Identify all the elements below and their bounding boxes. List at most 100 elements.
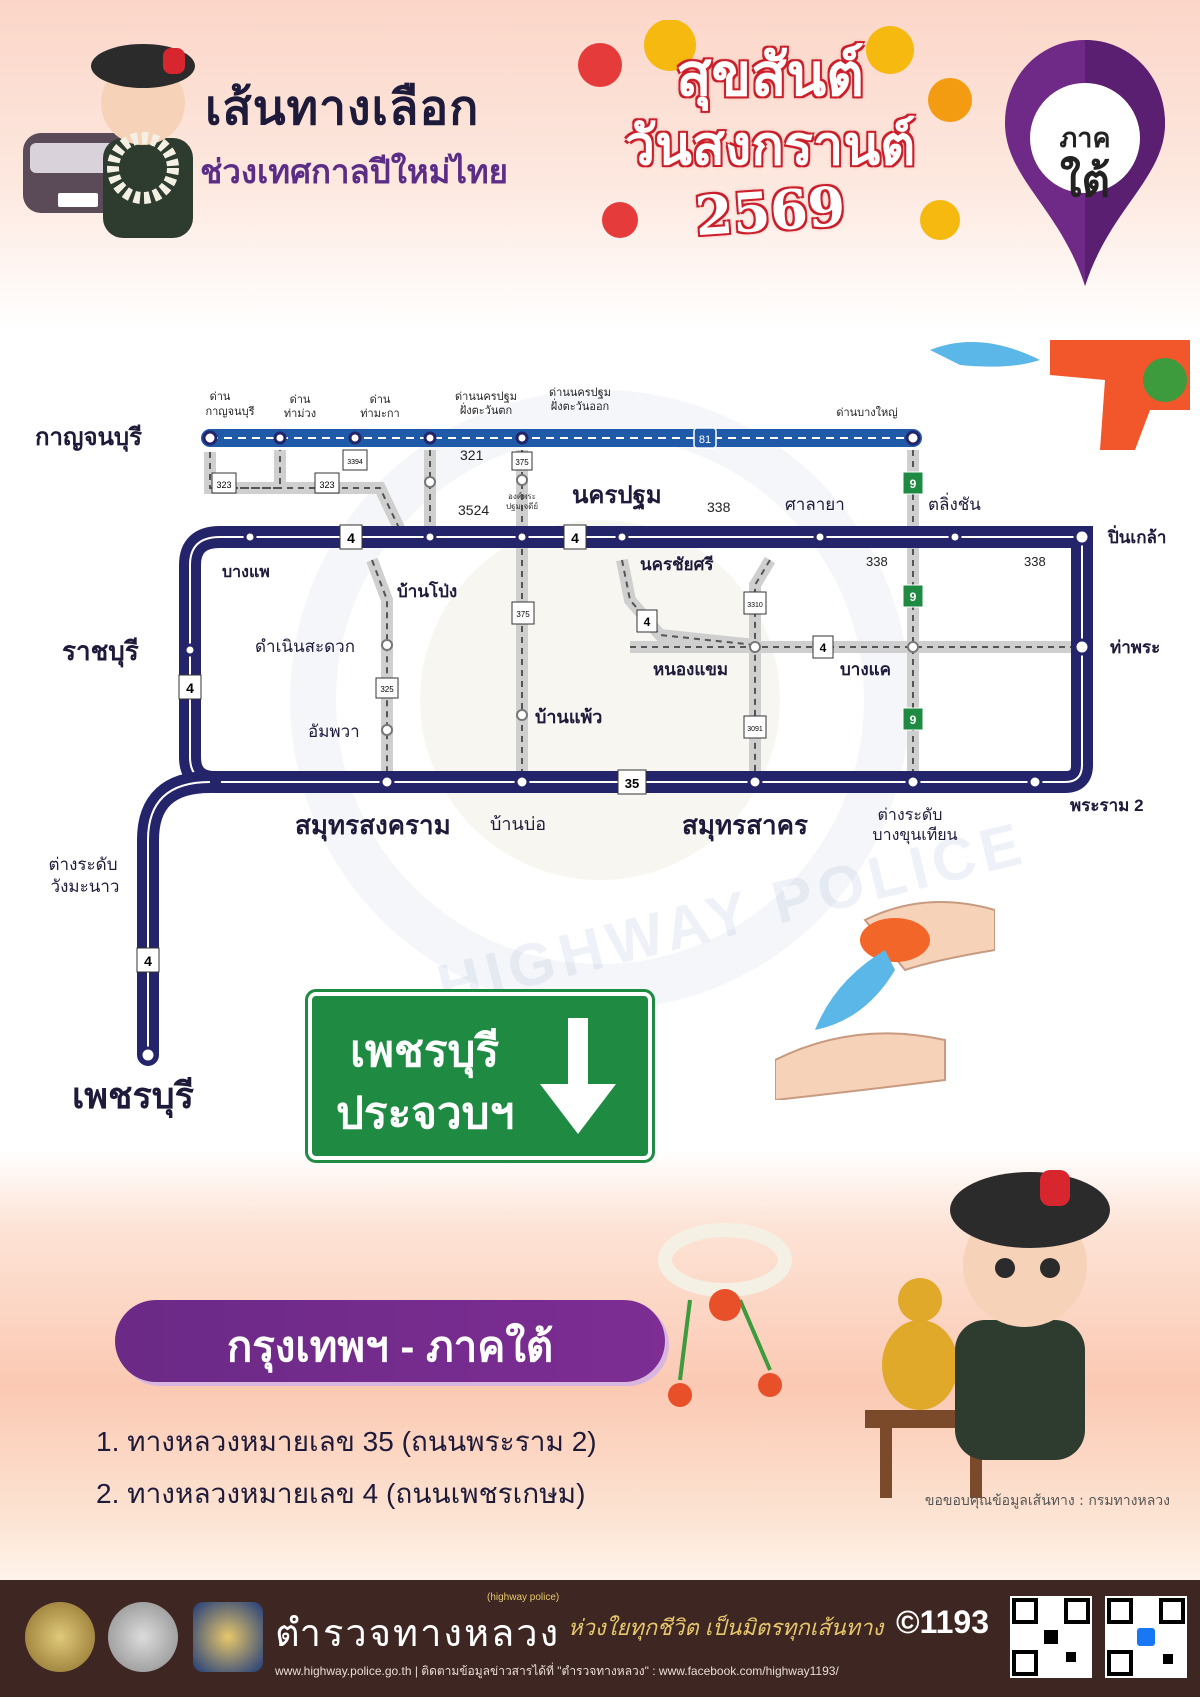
shield-375-label: 375 xyxy=(515,458,529,467)
province-ratchaburi: ราชบุรี xyxy=(62,636,139,668)
node-ratchaburi xyxy=(183,643,197,657)
officer-salute-illustration xyxy=(23,44,195,238)
minor-nodes xyxy=(381,474,919,736)
gate-kanchanaburi-l1: ด่าน xyxy=(210,391,231,403)
festival-line2: วันสงกรานต์ xyxy=(624,113,916,177)
node-nakhon-pathom xyxy=(515,530,529,544)
shield-9-b-label: 9 xyxy=(910,590,917,604)
place-tha-phra: ท่าพระ xyxy=(1110,638,1160,657)
node-pinklao xyxy=(1073,528,1091,546)
place-rama2: พระราม 2 xyxy=(1070,796,1144,815)
footer-brand: ตำรวจทางหลวง xyxy=(275,1613,561,1655)
shield-375-b-label: 375 xyxy=(516,610,530,619)
shield-4-f-label: 4 xyxy=(820,641,827,655)
arrow-down-icon xyxy=(540,1018,616,1134)
place-ban-pong: บ้านโป่ง xyxy=(397,581,457,601)
route-item-1: 1. ทางหลวงหมายเลข 35 (ถนนพระราม 2) xyxy=(96,1426,597,1457)
footer: (highway police) ตำรวจทางหลวง ห่วงใยทุกช… xyxy=(0,1580,1200,1697)
shield-81: 81 xyxy=(693,427,717,449)
shield-4-f: 4 xyxy=(812,635,834,659)
water-pouring-hands-illustration xyxy=(775,901,995,1100)
place-sala-ya: ศาลายา xyxy=(785,495,845,514)
shield-9-c: 9 xyxy=(902,707,924,731)
place-nakhon-chai-si: นครชัยศรี xyxy=(640,554,714,574)
gate-np-east-l1: ด่านนครปฐม xyxy=(549,387,611,399)
shield-35-label: 35 xyxy=(625,776,639,791)
gate-tha-muang-l1: ด่าน xyxy=(290,394,311,406)
shield-3091-label: 3091 xyxy=(747,726,763,733)
shield-4-e-label: 4 xyxy=(644,615,651,629)
road-338-label-b: 338 xyxy=(866,554,888,569)
shield-4-d-label: 4 xyxy=(144,953,152,969)
node-nakhon-chai-si xyxy=(615,530,629,544)
festival-line1: สุขสันต์ xyxy=(676,41,864,109)
route-map: 81 323 323 3394 375 4 4 4 4 4 4 35 325 3… xyxy=(35,387,1166,1119)
shield-4-b: 4 xyxy=(563,524,587,550)
gate-np-east-l2: ฝั่งตะวันออก xyxy=(551,398,609,413)
gate-np-west-l1: ด่านนครปฐม xyxy=(455,391,517,403)
province-phetchaburi: เพชรบุรี xyxy=(72,1075,195,1119)
node-samut-songkhram xyxy=(379,774,395,790)
royal-seal-logo xyxy=(108,1602,178,1672)
region-label-1: ภาค xyxy=(1059,123,1111,153)
jasmine-garland-illustration xyxy=(658,1223,792,1407)
province-kanchanaburi: กาญจนบุรี xyxy=(35,424,142,453)
shield-9-label: 9 xyxy=(910,477,917,491)
place-bang-phae: บางแพ xyxy=(222,564,270,581)
shield-35: 35 xyxy=(617,769,647,795)
shield-323-b: 323 xyxy=(314,472,340,494)
node-ban-phaeo xyxy=(516,709,528,721)
route-banner-heading: กรุงเทพฯ - ภาคใต้ xyxy=(226,1323,554,1370)
road-338-label-c: 338 xyxy=(1024,554,1046,569)
place-bang-khae: บางแค xyxy=(840,660,891,679)
node-ban-pong xyxy=(423,530,437,544)
place-damnoen: ดำเนินสะดวก xyxy=(255,637,355,656)
place-taling-chan: ตลิ่งชัน xyxy=(928,492,981,514)
place-bang-khun-thian-l1: ต่างระดับ xyxy=(878,807,943,824)
festival-heading: สุขสันต์ วันสงกรานต์ 2569 xyxy=(560,40,980,248)
watermark-emblem xyxy=(420,520,780,880)
shield-3394: 3394 xyxy=(342,449,368,471)
shield-81-label: 81 xyxy=(699,434,711,446)
shield-323-b-label: 323 xyxy=(319,480,334,490)
node-tha-maka xyxy=(348,431,362,445)
highway-police-badge-logo xyxy=(193,1602,263,1672)
gate-kanchanaburi-l2: กาญจนบุรี xyxy=(205,405,254,418)
place-ban-phaeo: บ้านแพ้ว xyxy=(535,707,602,727)
page-subtitle: ช่วงเทศกาลปีใหม่ไทย xyxy=(200,153,509,190)
road-4-south xyxy=(137,771,221,1066)
place-wang-manao-l1: ต่างระดับ xyxy=(49,855,118,874)
node-sala-ya xyxy=(813,530,827,544)
place-bang-khun-thian-l2: บางขุนเทียน xyxy=(872,826,957,845)
shield-323-a: 323 xyxy=(211,472,237,494)
node-samut-sakhon xyxy=(747,774,763,790)
festival-flowers-decoration xyxy=(578,20,972,240)
node-np-east xyxy=(515,431,529,445)
shield-4-a: 4 xyxy=(339,524,363,550)
node-np-west xyxy=(423,431,437,445)
shield-375-a: 375 xyxy=(511,451,533,471)
shield-4-c-label: 4 xyxy=(186,680,194,696)
place-wang-manao-l2: วังมะนาว xyxy=(51,877,120,896)
main-route-loop xyxy=(179,526,1093,793)
node-rama2 xyxy=(1027,774,1043,790)
node-nong-khaem xyxy=(749,641,761,653)
gate-tha-maka-l1: ด่าน xyxy=(370,394,391,406)
gate-bang-yai: ด่านบางใหญ่ xyxy=(836,406,897,419)
shield-9-a: 9 xyxy=(902,471,924,495)
sign-line2: ประจวบฯ xyxy=(336,1089,515,1138)
sign-line1: เพชรบุรี xyxy=(350,1027,500,1076)
shield-4-label: 4 xyxy=(347,530,355,546)
node-bang-phae xyxy=(243,530,257,544)
police-seal-logo xyxy=(25,1602,95,1672)
shield-4-e: 4 xyxy=(636,609,658,633)
node-bang-yai xyxy=(905,430,921,446)
shield-325-label: 325 xyxy=(380,685,394,694)
shield-323-label: 323 xyxy=(216,480,231,490)
node-ongphra xyxy=(516,474,528,486)
node-tha-muang xyxy=(273,431,287,445)
region-label-2: ใต้ xyxy=(1059,157,1111,206)
qr-code-icon[interactable] xyxy=(1010,1596,1092,1678)
facebook-qr-code-icon[interactable] xyxy=(1105,1596,1187,1678)
